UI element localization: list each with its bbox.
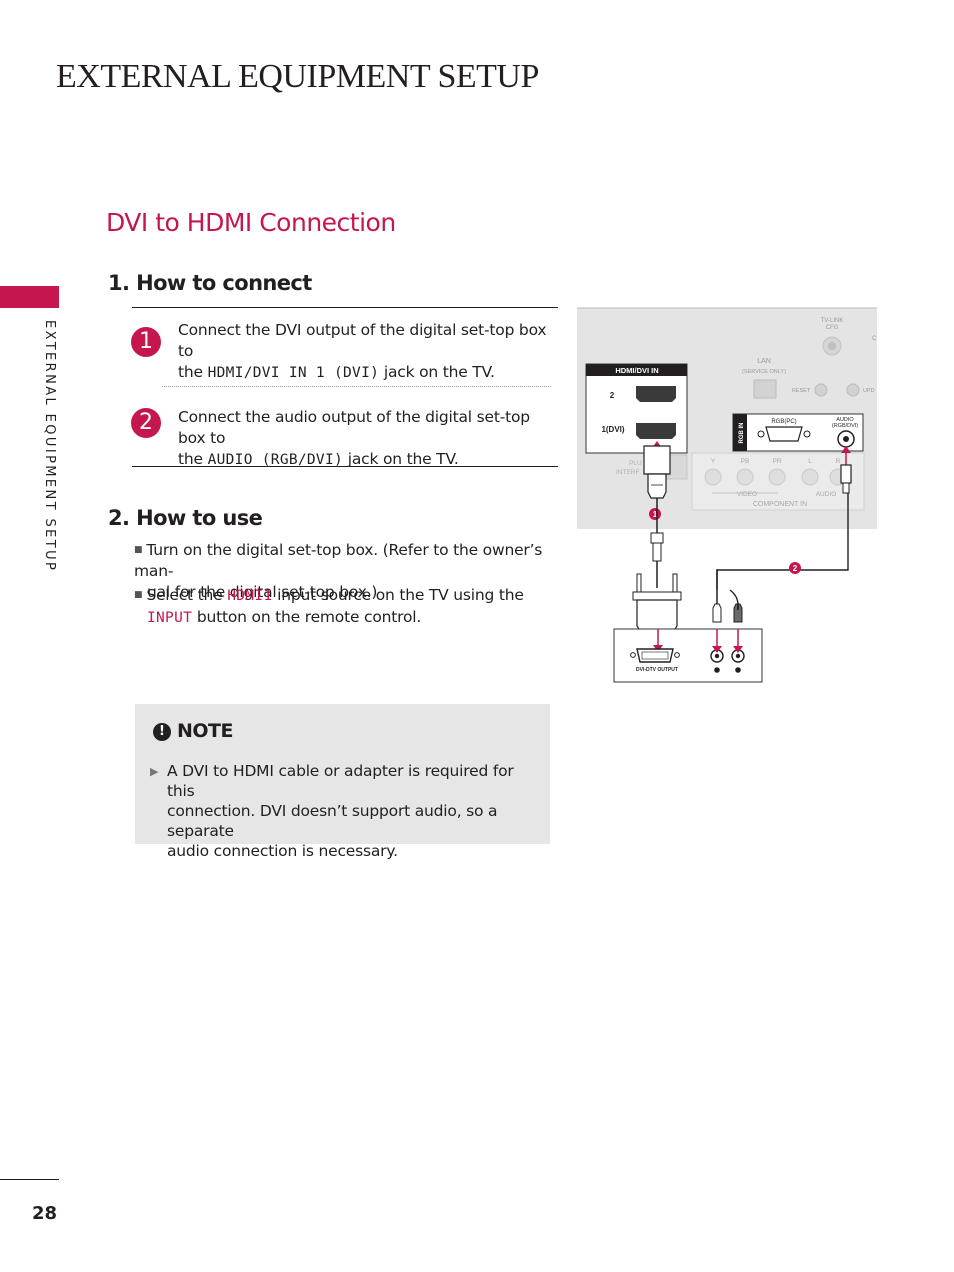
pb-jack [736, 468, 754, 486]
bullet-2-pre: Select the [146, 586, 228, 604]
dvi-thumbscrew-left [636, 573, 642, 593]
page-number: 28 [32, 1203, 58, 1224]
hdmi-plug [643, 445, 671, 475]
step-2-post: jack on the TV. [343, 450, 459, 468]
how-to-use-bullet-2: ■Select the HDMI1 input source on the TV… [134, 585, 554, 629]
note-line3: audio connection is necessary. [167, 842, 398, 860]
bullet-2-mid: input source on the TV using the [272, 586, 524, 604]
marker-2-label: 2 [793, 564, 798, 573]
rgb-pc-port [765, 426, 803, 442]
hdmi-dvi-in-box [585, 363, 688, 454]
section-title: DVI to HDMI Connection [106, 208, 396, 237]
y-jack [704, 468, 722, 486]
step-1-pre: the [178, 363, 208, 381]
audio-rgb-dvi-label: AUDIO [836, 417, 854, 423]
step-1-line2: the HDMI/DVI IN 1 (DVI) jack on the TV. [178, 362, 548, 384]
audio-l-jack [801, 468, 819, 486]
step-2-pre: the [178, 450, 208, 468]
pr-label: PR [772, 458, 781, 465]
note-line1: A DVI to HDMI cable or adapter is requir… [167, 762, 514, 800]
hdmi1-highlight: HDMI1 [227, 588, 273, 604]
bullet-1-line1: Turn on the digital set-top box. (Refer … [134, 541, 543, 580]
dvi-dtv-output-label: DVI-DTV OUTPUT [636, 667, 678, 673]
step-divider [162, 386, 551, 387]
r-label: R [836, 458, 841, 465]
connection-diagram: TV-LINK CFG C LAN (SERVICE ONLY) RESET U… [577, 307, 877, 683]
hdmi-dvi-in-label: HDMI/DVI IN [615, 366, 658, 375]
step-2-text: Connect the audio output of the digital … [178, 407, 548, 471]
interface-label: INTERF [616, 469, 640, 476]
y-label: Y [711, 458, 716, 465]
divider-top [132, 307, 558, 308]
stereo-plug [840, 464, 852, 484]
page-title: EXTERNAL EQUIPMENT SETUP [56, 58, 539, 95]
reset-button [814, 383, 828, 397]
marker-2-badge [789, 562, 801, 574]
how-to-use-title: 2. How to use [108, 506, 263, 530]
step-1-text: Connect the DVI output of the digital se… [178, 320, 548, 384]
step-1-line1: Connect the DVI output of the digital se… [178, 321, 547, 360]
divider-bottom [132, 466, 558, 467]
hdmi-port-1 [636, 423, 676, 439]
input-highlight: INPUT [147, 610, 193, 626]
footer-rule [0, 1179, 59, 1180]
tv-link-label: TV-LINK [821, 318, 844, 324]
note-line2: connection. DVI doesn’t support audio, s… [167, 802, 498, 840]
l-label: L [808, 458, 812, 465]
note-text: A DVI to HDMI cable or adapter is requir… [167, 761, 542, 861]
lan-label: LAN [757, 358, 771, 365]
component-in-label: COMPONENT IN [753, 501, 807, 508]
plug-label: PLU [629, 460, 642, 467]
side-section-label: EXTERNAL EQUIPMENT SETUP [42, 320, 57, 573]
audio-cable [716, 493, 849, 590]
exclamation-icon: ! [153, 723, 171, 741]
how-to-use-bullet-1: ■Turn on the digital set-top box. (Refer… [134, 540, 554, 603]
audio-rgb-dvi-sub: (RGB/DVI) [832, 423, 858, 429]
pb-label: PB [741, 458, 750, 465]
note-box [135, 704, 550, 844]
step-2-line1: Connect the audio output of the digital … [178, 408, 530, 447]
hdmi-port-1-label: 1(DVI) [601, 425, 624, 434]
rca-plug-white [712, 603, 722, 623]
bullet-square-icon: ■ [134, 590, 143, 600]
hdmi-port-2-label: 2 [610, 391, 615, 400]
service-only-label: (SERVICE ONLY) [742, 369, 786, 375]
dvi-thumbscrew-right [672, 573, 678, 593]
marker-1-badge [649, 508, 661, 520]
step-1-badge: 1 [131, 327, 161, 357]
update-label: UPD [863, 388, 875, 394]
reset-label: RESET [792, 388, 811, 394]
step-1-post: jack on the TV. [379, 363, 495, 381]
rgb-pc-label: RGB(PC) [771, 419, 796, 425]
lan-port [753, 379, 777, 399]
hdmi-port-2 [636, 386, 676, 402]
side-tab-marker [0, 286, 59, 308]
dvi-output-port [636, 648, 674, 663]
step-1-highlight: HDMI/DVI IN 1 (DVI) [207, 365, 380, 381]
bullet-2-post: button on the remote control. [192, 608, 422, 626]
how-to-connect-title: 1. How to connect [108, 271, 312, 295]
step-2-badge: 2 [131, 408, 161, 438]
pr-jack [768, 468, 786, 486]
cfg-label: CFG [826, 325, 839, 331]
audio-small-label: AUDIO [816, 491, 837, 498]
bullet-1-line2: ual for the digital set-top box.) [147, 583, 378, 601]
marker-1-label: 1 [653, 510, 658, 519]
rca-plug-red [733, 603, 743, 623]
update-jack [846, 383, 860, 397]
note-title: NOTE [177, 720, 234, 742]
step-2-highlight: AUDIO (RGB/DVI) [207, 452, 344, 468]
bullet-square-icon: ■ [134, 545, 143, 555]
video-label: VIDEO [737, 491, 757, 498]
rgb-in-label: RGB IN [739, 423, 745, 444]
edge-fragment-label: C [872, 336, 877, 342]
triangle-right-icon: ▶ [150, 765, 159, 778]
step-2-line2: the AUDIO (RGB/DVI) jack on the TV. [178, 449, 548, 471]
